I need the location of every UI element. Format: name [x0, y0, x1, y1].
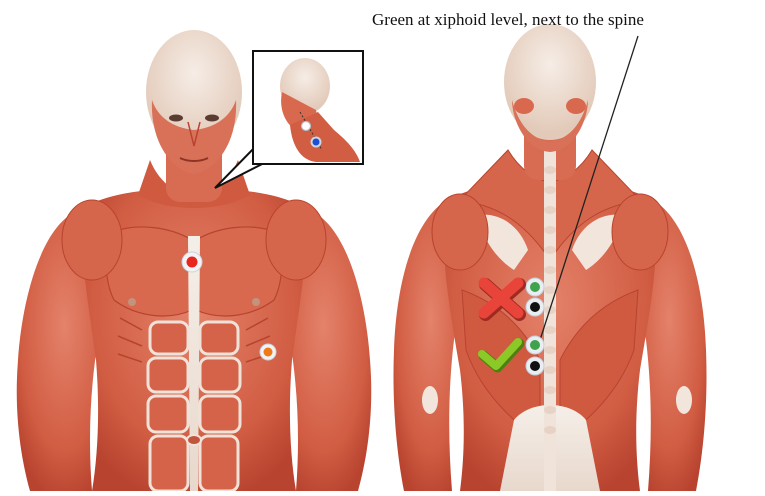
flank-marker: [260, 344, 276, 360]
annotation-caption: Green at xiphoid level, next to the spin…: [372, 10, 762, 30]
neck-inset: [253, 51, 363, 164]
lower-green-marker: [526, 336, 544, 354]
inset-white-marker: [302, 122, 311, 131]
back-muscle-figure: [393, 24, 706, 491]
upper-green-marker: [526, 278, 544, 296]
upper-black-marker: [526, 298, 544, 316]
lower-black-marker: [526, 357, 544, 375]
sternum-marker: [182, 252, 202, 272]
